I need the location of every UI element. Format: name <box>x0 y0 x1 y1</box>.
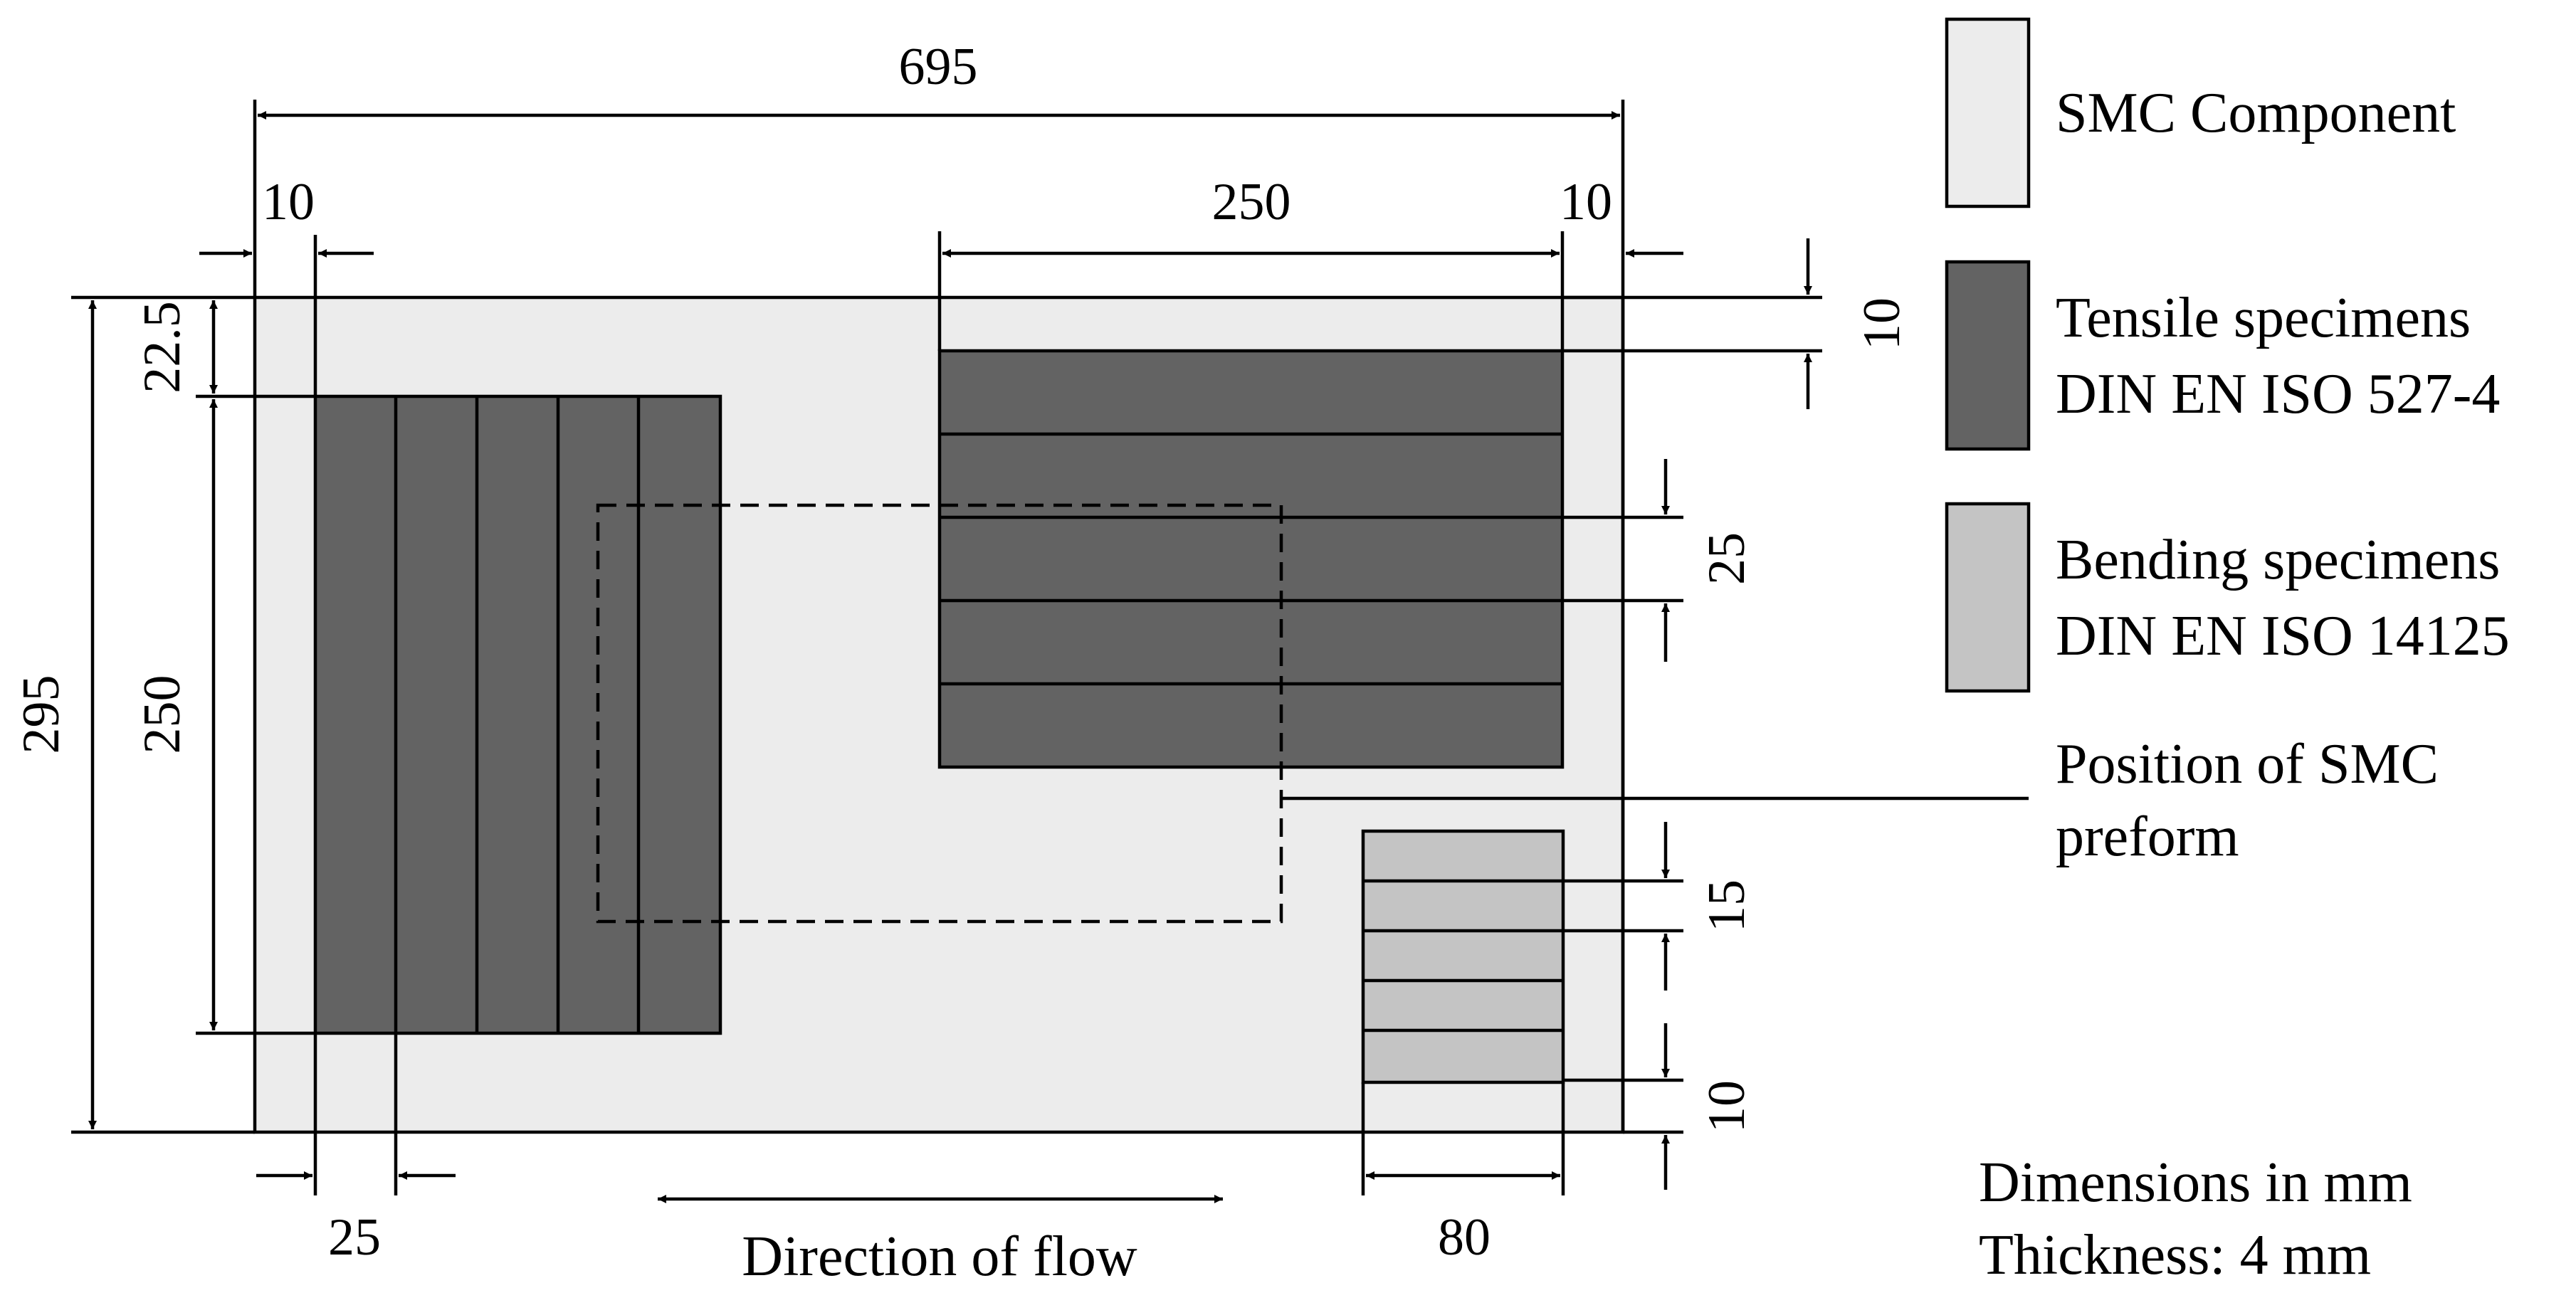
tensile-specimens-left <box>313 394 722 1035</box>
dim-right-edge: 10 <box>1560 173 1683 258</box>
tensile-specimens-right <box>937 349 1565 769</box>
dim-label-15: 15 <box>1698 880 1756 932</box>
flow-direction: Direction of flow <box>658 1195 1223 1288</box>
legend-label-preform-2: preform <box>2056 806 2239 868</box>
dim-tensile-length-h: 250 <box>937 173 1565 351</box>
legend-label-tensile-2: DIN EN ISO 527-4 <box>2056 363 2500 426</box>
legend: SMC Component Tensile specimens DIN EN I… <box>1945 17 2510 868</box>
dim-top-offset: 22.5 <box>133 300 315 398</box>
smc-preform-outline <box>596 503 1283 924</box>
legend-swatch-smc <box>1945 17 2031 208</box>
note-dimensions: Dimensions in mm <box>1979 1151 2412 1214</box>
legend-swatch-bending <box>1945 502 2031 693</box>
dim-label-250-h: 250 <box>1212 173 1291 231</box>
dim-label-25-bottom: 25 <box>328 1208 381 1267</box>
dim-left-edge: 10 <box>199 173 374 396</box>
dim-tensile-width: 25 <box>256 1033 456 1267</box>
legend-swatch-tensile <box>1945 260 2031 451</box>
dim-bending-width: 15 <box>1563 822 1756 991</box>
bending-specimens <box>1361 829 1565 1084</box>
dim-bottom-offset: 10 <box>1563 1023 1756 1190</box>
dim-label-22-5: 22.5 <box>133 301 191 394</box>
dim-label-right-10: 10 <box>1560 173 1612 231</box>
dim-total-height: 295 <box>12 295 255 1134</box>
note-thickness: Thickness: 4 mm <box>1979 1224 2371 1287</box>
dim-top-offset-right: 10 <box>1562 238 1911 409</box>
dim-total-width: 695 <box>253 38 1625 1132</box>
notes: Dimensions in mm Thickness: 4 mm <box>1979 1151 2412 1287</box>
dim-label-25-right: 25 <box>1698 532 1756 585</box>
dim-label-10-top-right: 10 <box>1853 297 1911 350</box>
legend-label-bending-2: DIN EN ISO 14125 <box>2056 605 2510 667</box>
dim-label-left-10: 10 <box>262 173 315 231</box>
dim-label-295: 295 <box>12 675 70 754</box>
dim-tensile-width-v: 25 <box>1562 459 1756 662</box>
legend-label-preform-1: Position of SMC <box>2056 733 2439 796</box>
dim-tensile-length-v: 250 <box>133 399 315 1035</box>
dim-bending-length: 80 <box>1361 1082 1565 1267</box>
dim-label-10-bottom: 10 <box>1698 1080 1756 1133</box>
legend-label-tensile-1: Tensile specimens <box>2056 287 2471 349</box>
flow-direction-label: Direction of flow <box>742 1225 1137 1288</box>
dim-label-695: 695 <box>899 38 978 96</box>
dim-label-250-v: 250 <box>133 675 191 754</box>
legend-label-bending-1: Bending specimens <box>2056 529 2500 591</box>
dim-label-80: 80 <box>1438 1208 1491 1267</box>
legend-label-smc: SMC Component <box>2056 82 2456 144</box>
